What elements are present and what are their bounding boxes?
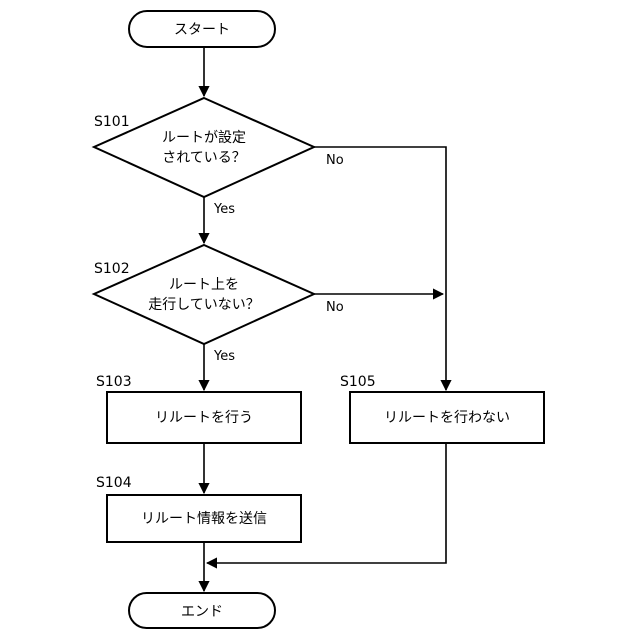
end-label: エンド [181, 604, 223, 620]
s105-label: リルートを行わない [384, 410, 510, 426]
s101-text-line2: されている？ [162, 150, 246, 166]
start-node: スタート [129, 11, 275, 47]
process-s103: リルートを行う [107, 392, 301, 443]
s104-label: リルート情報を送信 [141, 511, 267, 527]
s101-text-line1: ルートが設定 [162, 130, 246, 146]
decision-s102: ルート上を 走行していない？ [94, 245, 314, 344]
decision-s101: ルートが設定 されている？ [94, 98, 314, 197]
s102-no-label: No [326, 300, 344, 315]
s102-text-line2: 走行していない？ [148, 297, 260, 313]
step-id-s102: S102 [94, 261, 130, 277]
edge-s101-no [314, 147, 446, 390]
process-s104: リルート情報を送信 [107, 495, 301, 542]
start-label: スタート [174, 22, 230, 38]
s102-yes-label: Yes [213, 349, 235, 364]
s101-yes-label: Yes [213, 202, 235, 217]
s103-label: リルートを行う [155, 410, 253, 426]
process-s105: リルートを行わない [350, 392, 544, 443]
step-id-s104: S104 [96, 475, 132, 491]
step-id-s105: S105 [340, 374, 376, 390]
s101-no-label: No [326, 153, 344, 168]
step-id-s101: S101 [94, 114, 130, 130]
end-node: エンド [129, 593, 275, 628]
s102-text-line1: ルート上を [169, 277, 239, 293]
step-id-s103: S103 [96, 374, 132, 390]
